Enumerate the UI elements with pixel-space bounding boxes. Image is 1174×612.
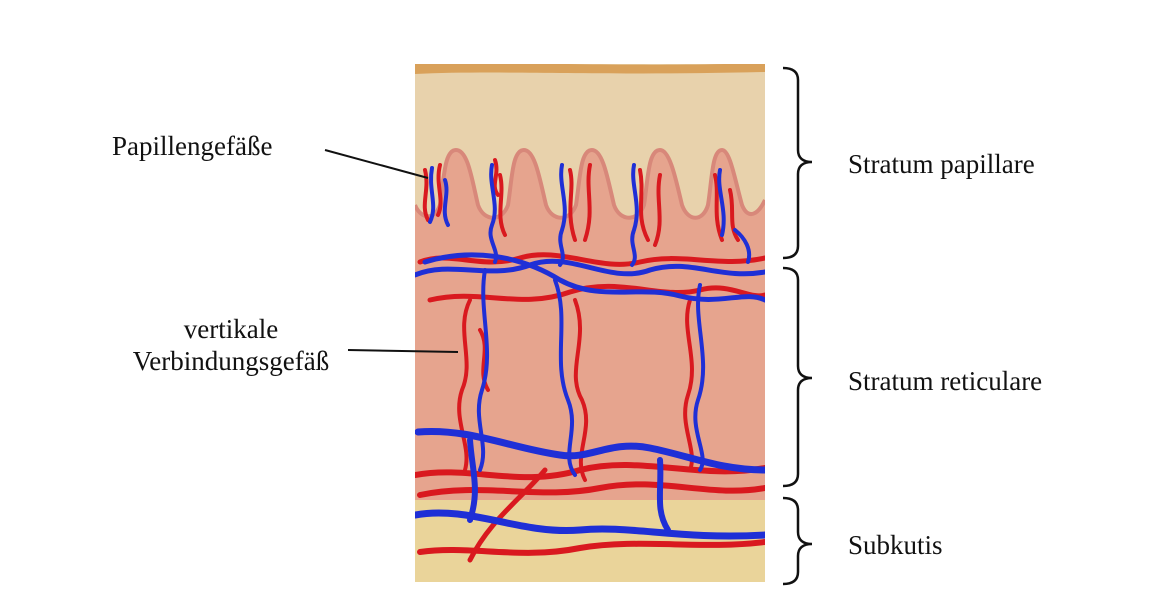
label-papillengefaesse: Papillengefäße [112, 131, 272, 163]
tissue-block [415, 63, 765, 582]
label-subkutis: Subkutis [848, 530, 943, 562]
epidermis-surface [415, 63, 765, 74]
brace-stratum-papillare [783, 68, 812, 258]
label-stratum-reticulare: Stratum reticulare [848, 366, 1042, 398]
pointer-line-papillengefaesse [325, 150, 428, 178]
brace-subkutis [783, 498, 812, 584]
brace-stratum-reticulare [783, 268, 812, 486]
label-stratum-papillare: Stratum papillare [848, 149, 1035, 181]
label-vertikal-line1: vertikale [96, 314, 366, 346]
label-vertikale-verbindungsgefaess: vertikale Verbindungsgefäß [96, 314, 366, 378]
label-vertikal-line2: Verbindungsgefäß [96, 346, 366, 378]
